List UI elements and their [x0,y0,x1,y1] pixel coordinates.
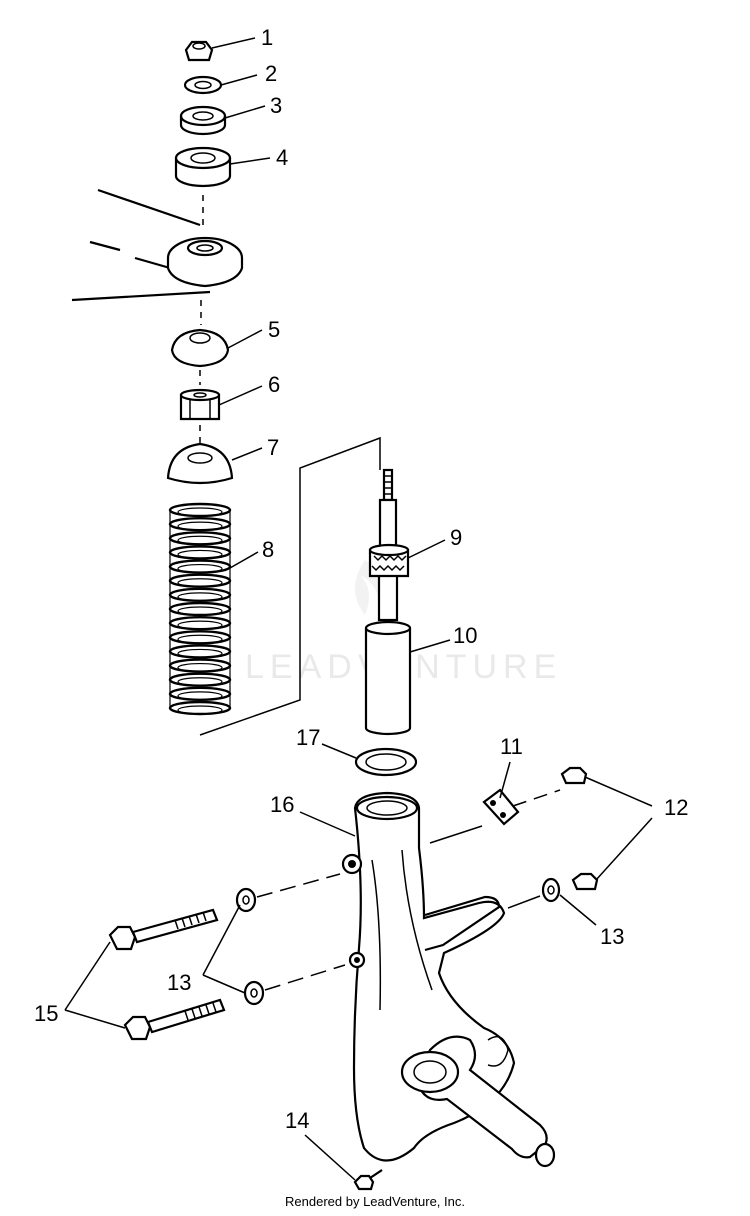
callout-leaders [64,37,653,1181]
spring-coil-inner [177,648,223,659]
leader-12-dash [512,789,561,807]
spring-coil-inner [177,677,223,687]
spring-coil-inner [177,620,223,630]
callout-labels: 1 2 3 4 5 6 7 8 9 10 11 12 13 13 14 15 1… [34,25,688,1133]
callout-5: 5 [268,317,280,342]
part-14-grease-fitting[interactable] [353,1169,383,1191]
spring-coil [168,545,232,560]
spring-coil [168,502,232,518]
callout-14: 14 [285,1108,309,1133]
leader-bolt-lower-dash [264,964,346,991]
spring-coil [168,630,232,645]
callout-4: 4 [276,145,288,170]
callout-9: 9 [450,525,462,550]
spring-coil-inner [177,634,223,644]
part-13-washer-lower-left[interactable] [243,980,265,1006]
spring-coil-inner [177,705,223,715]
spring-coil-inner [177,521,223,531]
spring-coil-inner [177,592,223,602]
spring-coil-inner [177,578,223,588]
part-5-cap[interactable] [170,328,230,368]
frame-mount-plate [71,188,244,302]
part-16-steering-knuckle[interactable] [341,791,556,1168]
callout-6: 6 [268,372,280,397]
part-4-bushing[interactable] [174,146,232,188]
part-3-washer[interactable] [179,105,227,136]
spring-coil [168,559,232,574]
callout-10: 10 [453,623,477,648]
spring-coil [168,672,232,687]
footer-credit: Rendered by LeadVenture, Inc. [285,1194,465,1209]
spring-coil-inner [177,563,223,574]
part-15-bolt-lower[interactable] [123,998,226,1041]
leader-bolt-upper-dash [256,873,341,898]
callout-17: 17 [296,725,320,750]
callout-8: 8 [262,537,274,562]
part-11-clip[interactable] [482,788,520,826]
part-17-washer[interactable] [354,747,418,777]
callout-1: 1 [261,25,273,50]
callout-11: 11 [500,734,523,759]
callout-13-right: 13 [600,924,624,949]
callout-15: 15 [34,1001,58,1026]
part-12-nut-upper[interactable] [560,766,588,785]
spring-coil [168,573,232,588]
part-13-washer-upper-left[interactable] [235,887,257,913]
part-9-bumper[interactable] [368,543,410,578]
spring-coil [168,644,232,659]
part-15-bolt-upper[interactable] [108,908,219,951]
spring-coil [168,516,232,532]
spring-coil [168,686,232,702]
part-2-washer[interactable] [183,75,223,95]
callout-7: 7 [267,435,279,460]
spring-coil-inner [177,535,223,545]
spring-coil [168,658,232,673]
spring-coil [168,531,232,546]
part-10-shock-absorber[interactable] [364,468,412,736]
spring-coil [168,587,232,603]
assembly-bracket-line [199,436,381,736]
part-6-nut[interactable] [179,388,221,421]
part-13-washer-right[interactable] [541,877,561,903]
callout-3: 3 [270,93,282,118]
callout-16: 16 [270,792,294,817]
spring-coil-inner [177,662,223,673]
spring-coil-inner [177,606,223,616]
spring-coil-inner [177,549,223,560]
callout-13-left: 13 [167,970,191,995]
callout-12: 12 [664,795,688,820]
spring-coil [168,615,232,631]
leader-11-line [429,825,483,844]
part-8-coil-spring[interactable] [168,502,232,716]
part-7-spring-seat[interactable] [166,442,234,485]
part-12-nut-lower[interactable] [571,872,599,891]
part-1-nut[interactable] [184,40,214,62]
leader-13-right-dash [507,895,541,909]
spring-coil-inner [177,507,223,517]
spring-coil-inner [177,691,223,701]
spring-coil [168,700,232,716]
spring-coil [168,601,232,617]
centerline-top [199,195,204,443]
callout-2: 2 [265,61,277,86]
